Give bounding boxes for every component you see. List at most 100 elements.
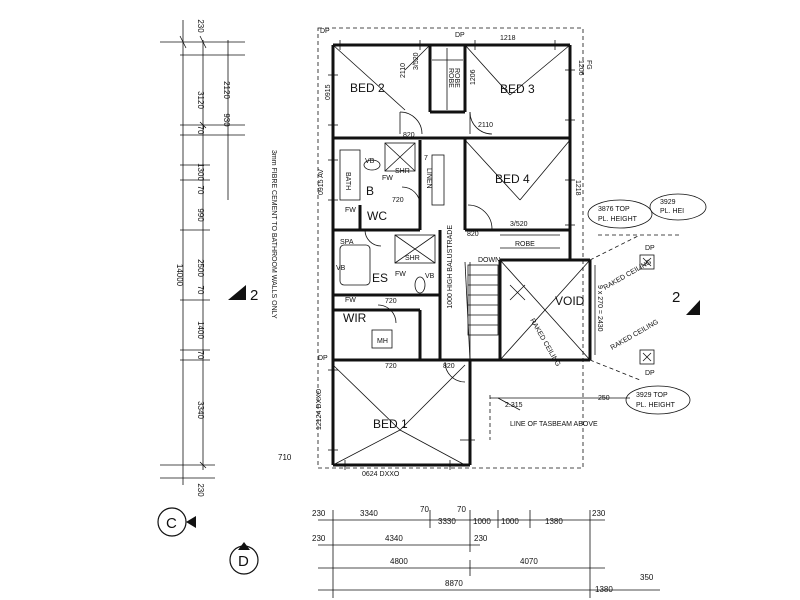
top-plate-callout-2: 3929 TOP PL. HEIGHT bbox=[625, 385, 691, 415]
fitting-fw-2: FW bbox=[345, 207, 356, 214]
fitting-dp-3: DP bbox=[318, 355, 328, 362]
ceiling-lines bbox=[332, 44, 591, 466]
top-plate-2-a: 3929 TOP bbox=[636, 392, 668, 399]
window-top: 1218 bbox=[500, 35, 516, 42]
room-es: ES bbox=[372, 271, 388, 285]
left-dim-inner-3: 70 bbox=[196, 286, 205, 295]
left-dim-6: 1400 bbox=[196, 321, 205, 339]
tasbeam bbox=[460, 395, 630, 441]
void-edge bbox=[589, 234, 680, 381]
raked-ceiling-2: RAKED CEILING bbox=[603, 259, 653, 292]
elevation-marker-d: D bbox=[229, 542, 259, 575]
door-720-a: 720 bbox=[392, 197, 404, 204]
left-dim-inner-0: 2120 bbox=[222, 81, 231, 99]
top-plate-1-b: PL. HEIGHT bbox=[598, 216, 638, 223]
left-dim-1: 3120 bbox=[196, 91, 205, 109]
window-bed-4: 1218 bbox=[574, 180, 581, 196]
robe-bed-4: ROBE bbox=[515, 241, 535, 248]
fitting-vb-2: VB bbox=[425, 273, 435, 280]
fitting-dp-2: DP bbox=[455, 32, 465, 39]
bottom-row-3-1: 4070 bbox=[520, 557, 538, 566]
bath-window-b: 0915 AV bbox=[318, 169, 325, 195]
window-bed-3: 1206 bbox=[470, 69, 477, 85]
left-dim-7: 70 bbox=[196, 351, 205, 360]
fitting-dp-1: DP bbox=[320, 28, 330, 35]
fitting-dp-5: DP bbox=[645, 370, 655, 377]
door-720-b: 720 bbox=[385, 298, 397, 305]
door-720-c: 720 bbox=[385, 363, 397, 370]
bottom-row-4-0: 8870 bbox=[445, 579, 463, 588]
fitting-vb-3: VB bbox=[336, 265, 346, 272]
bottom-row-1-2: 3330 bbox=[438, 517, 456, 526]
left-dim-8: 3340 bbox=[196, 401, 205, 419]
stair-down: DOWN bbox=[478, 257, 500, 264]
top-plate-3-b: PL. HEI bbox=[660, 208, 684, 215]
bottom-row-1-7: 230 bbox=[592, 509, 606, 518]
room-bed-1: BED 1 bbox=[373, 417, 408, 431]
raked-ceiling-3: RAKED CEILING bbox=[610, 319, 660, 352]
door-swings bbox=[364, 111, 493, 383]
top-plate-1-a: 3876 TOP bbox=[598, 206, 630, 213]
staircase bbox=[467, 264, 526, 336]
left-dim-2: 70 bbox=[196, 126, 205, 135]
fitting-fw-1: FW bbox=[382, 175, 393, 182]
room-bed-2: BED 2 bbox=[350, 81, 385, 95]
elevation-c-label: C bbox=[166, 515, 177, 532]
top-plate-3-a: 3929 bbox=[660, 199, 676, 206]
room-wir: WIR bbox=[343, 311, 367, 325]
robe-door-b: 3/520 bbox=[510, 221, 528, 228]
room-bed-4: BED 4 bbox=[495, 172, 530, 186]
left-dimension-string bbox=[160, 20, 245, 485]
void-dims: 9 x 270 = 2430 bbox=[596, 285, 603, 332]
window-bed-2: 2110 bbox=[400, 63, 407, 78]
bottom-row-1-0: 3340 bbox=[360, 509, 378, 518]
wet-area-fixtures bbox=[339, 142, 445, 349]
fitting-spa: SPA bbox=[340, 239, 354, 246]
elevation-d-label: D bbox=[238, 553, 249, 570]
door-820-a: 820 bbox=[403, 132, 415, 139]
bottom-dimension-lines bbox=[318, 510, 660, 598]
left-dim-inner-2: 990 bbox=[196, 208, 205, 222]
left-dim-5: 2500 bbox=[196, 259, 205, 277]
manhole: MH bbox=[377, 338, 388, 345]
door-seven: 7 bbox=[424, 155, 428, 162]
internal-walls bbox=[333, 45, 570, 362]
bottom-row-3-0: 4800 bbox=[390, 557, 408, 566]
fitting-shr-2: SHR bbox=[405, 255, 420, 262]
bottom-dimension-labels: 230 3340 70 3330 70 1000 1000 1380 230 2… bbox=[278, 453, 654, 594]
fitting-vb-1: VB bbox=[365, 158, 375, 165]
fitting-dp-4: DP bbox=[645, 245, 655, 252]
top-plate-2-b: PL. HEIGHT bbox=[636, 402, 676, 409]
window-bed-1-b: 0624 DXXO bbox=[362, 471, 400, 478]
window-right-b: FG bbox=[585, 60, 592, 70]
fitting-shr-1: SHR bbox=[395, 168, 410, 175]
left-bottom-dim: 710 bbox=[278, 453, 292, 462]
window-ticks bbox=[328, 40, 575, 470]
door-820-c: 820 bbox=[443, 363, 455, 370]
section-left-label: 2 bbox=[250, 287, 258, 304]
fibre-cement-note: 3mm FIBRE CEMENT TO BATHROOM WALLS ONLY bbox=[270, 150, 277, 319]
left-dim-4: 70 bbox=[196, 186, 205, 195]
room-bath: BATH bbox=[344, 172, 351, 190]
linen-cupboard: LINEN bbox=[425, 168, 432, 189]
bottom-row-4-1: 1380 bbox=[595, 585, 613, 594]
left-dim-inner-1: 930 bbox=[222, 113, 231, 127]
bottom-row-2-lead: 230 bbox=[312, 534, 326, 543]
bath-window: 0915 bbox=[325, 84, 332, 100]
dim-2315: 2.315 bbox=[505, 402, 523, 409]
room-bed-3: BED 3 bbox=[500, 82, 535, 96]
bottom-row-1-5: 1000 bbox=[501, 517, 519, 526]
bottom-row-1-3: 70 bbox=[457, 505, 466, 514]
bottom-row-2-0: 4340 bbox=[385, 534, 403, 543]
left-dim-3: 1300 bbox=[196, 163, 205, 181]
room-bath-b: B bbox=[366, 184, 374, 198]
fitting-fw-3: FW bbox=[395, 271, 406, 278]
robe-right: ROBE bbox=[453, 68, 460, 88]
bottom-row-1-4: 1000 bbox=[473, 517, 491, 526]
bottom-row-1-lead: 230 bbox=[312, 509, 326, 518]
elevation-marker-c: C bbox=[157, 507, 196, 537]
left-dimension-labels: 14000 230 3120 70 1300 70 2500 1400 70 3… bbox=[175, 19, 231, 497]
robe-left: ROBE bbox=[447, 68, 454, 88]
tasbeam-note: LINE OF TASBEAM ABOVE bbox=[510, 421, 598, 428]
